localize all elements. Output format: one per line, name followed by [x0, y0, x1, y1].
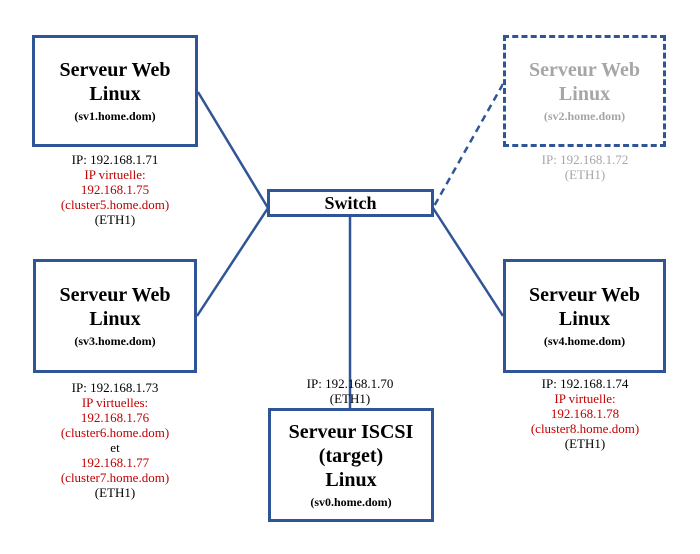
link-sv1-switch: [196, 91, 270, 209]
server-sv3-vip-label: IP virtuelles:: [81, 395, 149, 410]
server-sv1-ip: IP: 192.168.1.71: [71, 152, 159, 167]
server-sv2-ip: IP: 192.168.1.72: [541, 152, 629, 167]
server-sv2-info: IP: 192.168.1.72 (ETH1): [490, 152, 680, 182]
server-sv1-vip1-host: (cluster5.home.dom): [60, 197, 170, 212]
server-sv1-title: Serveur Web: [59, 59, 171, 81]
server-sv1-vip1: 192.168.1.75: [80, 182, 150, 197]
server-sv4-os: Linux: [558, 308, 611, 330]
server-sv0-host: (sv0.home.dom): [310, 495, 392, 509]
server-sv3-box: Serveur Web Linux (sv3.home.dom): [33, 259, 197, 373]
server-sv3-ip: IP: 192.168.1.73: [71, 380, 159, 395]
server-sv3-host: (sv3.home.dom): [74, 334, 156, 348]
server-sv1-box: Serveur Web Linux (sv1.home.dom): [32, 35, 198, 147]
server-sv4-vip1-host: (cluster8.home.dom): [530, 421, 640, 436]
server-sv0-os: Linux: [325, 469, 377, 491]
server-sv0-box: Serveur ISCSI (target) Linux (sv0.home.d…: [268, 408, 434, 522]
server-sv4-ip: IP: 192.168.1.74: [541, 376, 629, 391]
server-sv2-host: (sv2.home.dom): [543, 109, 626, 123]
switch-label: Switch: [324, 192, 377, 213]
server-sv3-info: IP: 192.168.1.73 IP virtuelles: 192.168.…: [20, 380, 210, 500]
switch-box: Switch: [267, 189, 434, 217]
server-sv0-iface: (ETH1): [329, 391, 371, 406]
server-sv3-vip2-host: (cluster7.home.dom): [60, 470, 170, 485]
server-sv0-ip: IP: 192.168.1.70: [306, 376, 394, 391]
server-sv3-os: Linux: [89, 308, 141, 330]
server-sv1-iface: (ETH1): [94, 212, 136, 227]
server-sv4-iface: (ETH1): [564, 436, 606, 451]
server-sv3-vip1-host: (cluster6.home.dom): [60, 425, 170, 440]
server-sv0-role: (target): [318, 445, 384, 467]
server-sv1-os: Linux: [89, 83, 141, 105]
server-sv4-vip-label: IP virtuelle:: [554, 391, 616, 406]
server-sv3-vip1: 192.168.1.76: [80, 410, 150, 425]
server-sv4-box: Serveur Web Linux (sv4.home.dom): [503, 259, 666, 373]
server-sv4-info: IP: 192.168.1.74 IP virtuelle: 192.168.1…: [490, 376, 680, 451]
server-sv3-vip2: 192.168.1.77: [80, 455, 150, 470]
server-sv4-vip1: 192.168.1.78: [550, 406, 620, 421]
server-sv3-iface: (ETH1): [94, 485, 136, 500]
server-sv3-title: Serveur Web: [59, 284, 171, 306]
server-sv3-and: et: [110, 440, 120, 455]
server-sv0-title: Serveur ISCSI: [288, 421, 414, 443]
server-sv2-box: Serveur Web Linux (sv2.home.dom): [503, 35, 666, 147]
server-sv1-host: (sv1.home.dom): [74, 109, 156, 123]
server-sv1-info: IP: 192.168.1.71 IP virtuelle: 192.168.1…: [20, 152, 210, 227]
link-sv4-switch: [431, 207, 505, 317]
server-sv2-os: Linux: [558, 83, 611, 105]
link-sv2-switch: [431, 83, 505, 209]
server-sv4-title: Serveur Web: [529, 284, 640, 306]
server-sv0-info: IP: 192.168.1.70 (ETH1): [255, 376, 445, 406]
server-sv4-host: (sv4.home.dom): [543, 334, 626, 348]
server-sv2-title: Serveur Web: [529, 59, 640, 81]
link-sv3-switch: [195, 207, 270, 317]
server-sv2-iface: (ETH1): [564, 167, 606, 182]
server-sv1-vip-label: IP virtuelle:: [84, 167, 146, 182]
